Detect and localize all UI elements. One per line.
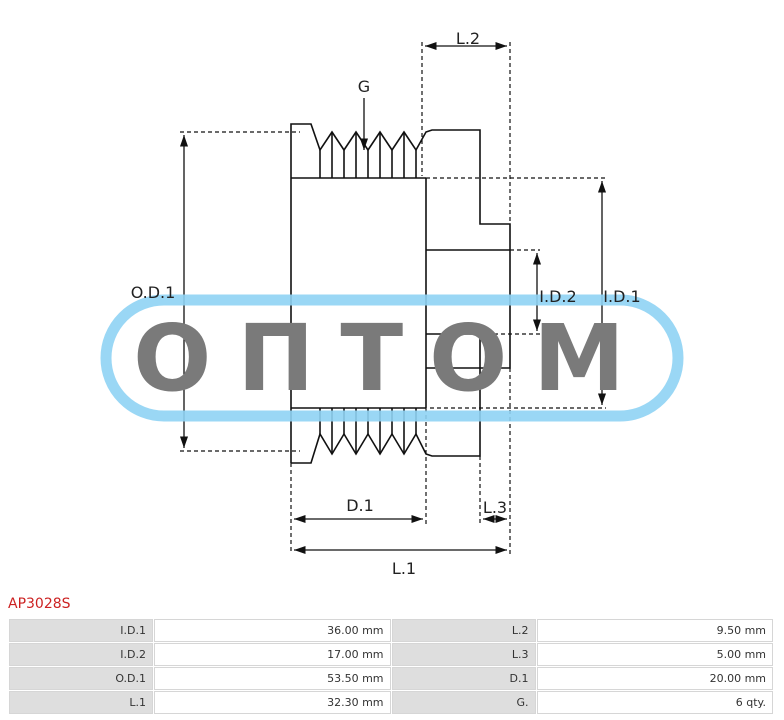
table-row: L.1 32.30 mm G. 6 qty. bbox=[9, 691, 773, 714]
watermark-ring bbox=[100, 294, 684, 422]
watermark: ОПТОМ bbox=[100, 294, 684, 422]
label-id1: I.D.1 bbox=[603, 287, 640, 306]
spec-value: 17.00 mm bbox=[154, 643, 391, 666]
spec-value: 53.50 mm bbox=[154, 667, 391, 690]
spec-value: 36.00 mm bbox=[154, 619, 391, 642]
label-id2: I.D.2 bbox=[539, 287, 576, 306]
spec-value: 9.50 mm bbox=[536, 619, 773, 642]
part-number-title: AP3028S bbox=[8, 596, 71, 612]
spec-label: L.2 bbox=[391, 619, 536, 642]
table-row: I.D.2 17.00 mm L.3 5.00 mm bbox=[9, 643, 773, 666]
spec-value: 32.30 mm bbox=[154, 691, 391, 714]
label-l1: L.1 bbox=[392, 559, 416, 578]
spec-label: L.1 bbox=[9, 691, 153, 714]
dimension-lines bbox=[179, 41, 607, 555]
spec-label: I.D.1 bbox=[9, 619, 153, 642]
spec-label: I.D.2 bbox=[9, 643, 153, 666]
specifications-table: I.D.1 36.00 mm L.2 9.50 mm I.D.2 17.00 m… bbox=[8, 618, 774, 715]
pulley-technical-drawing: ОПТОМ L.2 G O.D.1 I.D.2 I.D.1 D.1 L.3 L.… bbox=[100, 29, 684, 578]
label-od1: O.D.1 bbox=[131, 283, 176, 302]
extension-lines bbox=[180, 42, 606, 554]
spec-value: 5.00 mm bbox=[536, 643, 773, 666]
label-g: G bbox=[358, 77, 370, 96]
watermark-text: ОПТОМ bbox=[133, 305, 651, 412]
label-l2: L.2 bbox=[456, 29, 480, 48]
spec-label: D.1 bbox=[391, 667, 536, 690]
label-d1: D.1 bbox=[346, 496, 374, 515]
spec-value: 6 qty. bbox=[536, 691, 773, 714]
spec-label: L.3 bbox=[391, 643, 536, 666]
spec-label: O.D.1 bbox=[9, 667, 153, 690]
label-l3: L.3 bbox=[483, 498, 507, 517]
spec-label: G. bbox=[391, 691, 536, 714]
table-row: I.D.1 36.00 mm L.2 9.50 mm bbox=[9, 619, 773, 642]
spec-value: 20.00 mm bbox=[536, 667, 773, 690]
table-row: O.D.1 53.50 mm D.1 20.00 mm bbox=[9, 667, 773, 690]
